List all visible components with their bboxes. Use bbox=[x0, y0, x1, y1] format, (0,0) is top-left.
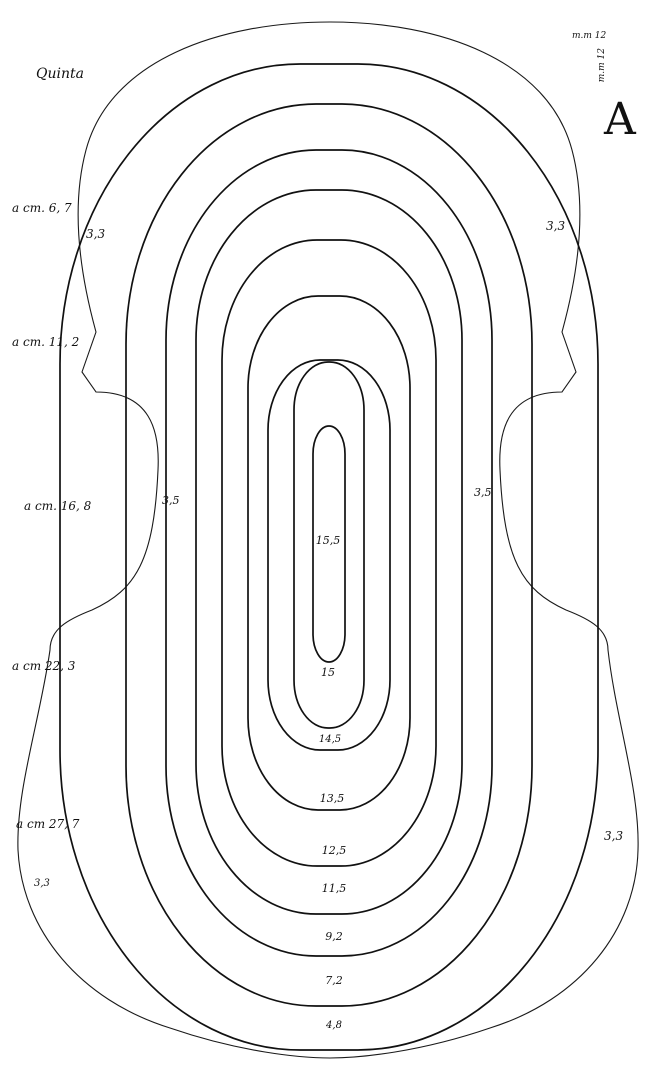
height-label: 15 bbox=[321, 666, 335, 679]
edge-label-waist-left: 3,5 bbox=[162, 494, 180, 507]
contour-line-4 bbox=[195, 189, 463, 915]
edge-label-lower-left: 3,3 bbox=[34, 878, 50, 889]
plate-title: Quinta bbox=[36, 66, 84, 82]
contour-line-5 bbox=[221, 239, 437, 867]
height-label: 4,8 bbox=[325, 1020, 342, 1031]
height-label: 14,5 bbox=[319, 734, 341, 745]
contour-line-3 bbox=[165, 149, 493, 957]
contour-line-6 bbox=[247, 295, 411, 811]
contour-line-9 bbox=[312, 425, 346, 663]
contour-line-2 bbox=[125, 103, 533, 1007]
scale-note-2: m.m 12 bbox=[597, 48, 607, 83]
contour-line-7 bbox=[267, 359, 391, 751]
height-label: 15,5 bbox=[316, 534, 341, 547]
edge-label-upper-left: 3,3 bbox=[86, 227, 105, 241]
height-label: 13,5 bbox=[320, 792, 345, 805]
scale-note-1: m.m 12 bbox=[572, 31, 607, 41]
section-label-4: a cm 22, 3 bbox=[12, 659, 76, 673]
height-label: 11,5 bbox=[322, 882, 347, 895]
section-label-1: a cm. 6, 7 bbox=[12, 201, 72, 215]
section-label-3: a cm. 16, 8 bbox=[24, 499, 92, 513]
plate-outline bbox=[17, 21, 639, 1059]
contour-line-1 bbox=[59, 63, 599, 1051]
height-label: 7,2 bbox=[325, 974, 343, 987]
contour-line-8 bbox=[293, 361, 365, 729]
plate-letter: A bbox=[603, 94, 637, 145]
edge-label-upper-right: 3,3 bbox=[546, 219, 565, 233]
section-label-5: a cm 27, 7 bbox=[16, 817, 80, 831]
edge-label-waist-right: 3,5 bbox=[474, 486, 492, 499]
section-label-2: a cm. 11, 2 bbox=[12, 335, 79, 349]
height-label: 9,2 bbox=[325, 930, 343, 943]
edge-label-lower-right: 3,3 bbox=[604, 829, 623, 843]
height-label: 12,5 bbox=[322, 844, 347, 857]
